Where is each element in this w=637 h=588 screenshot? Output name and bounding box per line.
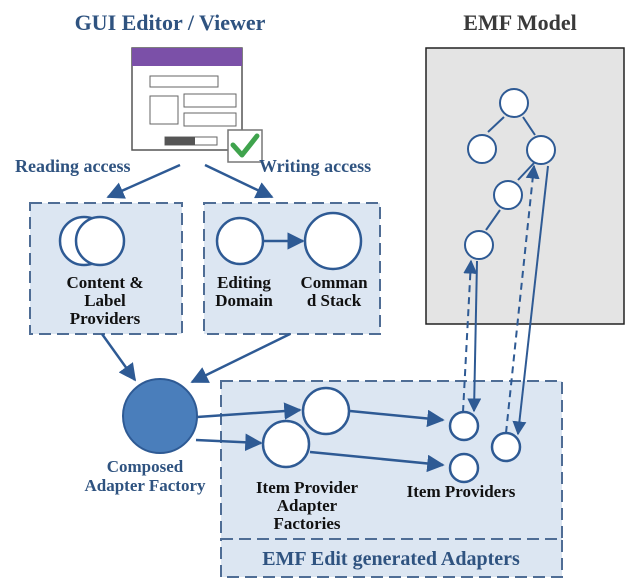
model-node-root bbox=[499, 88, 529, 118]
editing-domain-circle bbox=[215, 216, 265, 266]
command-stack-circle bbox=[303, 211, 363, 271]
item-provider-node-3 bbox=[490, 431, 522, 463]
model-node-left bbox=[467, 134, 497, 164]
adapter-factory-node-bottom bbox=[261, 419, 311, 469]
model-node-right bbox=[526, 135, 556, 165]
writing-access-label: Writing access bbox=[259, 156, 371, 176]
editing-to-composed-arrow bbox=[190, 332, 291, 384]
factories-line2: Adapter bbox=[277, 496, 338, 515]
emf-model-title: EMF Model bbox=[463, 10, 576, 35]
model-node-leaf bbox=[464, 230, 494, 260]
model-node-mid bbox=[493, 180, 523, 210]
adapter-factory-node-top bbox=[301, 386, 351, 436]
model-leaf-to-provider-solid bbox=[467, 260, 482, 413]
factories-line1: Item Provider bbox=[256, 478, 359, 497]
command-stack-line2: d Stack bbox=[307, 291, 362, 310]
provider-to-model-leaf-dashed bbox=[462, 259, 478, 413]
provider-circle-front bbox=[74, 215, 126, 267]
factory-to-provider-top-arrow bbox=[349, 409, 445, 428]
editor-window-icon bbox=[131, 47, 243, 151]
content-label-line1: Content & bbox=[67, 273, 144, 292]
reading-access-label: Reading access bbox=[15, 156, 131, 176]
gui-editor-title: GUI Editor / Viewer bbox=[75, 10, 266, 35]
item-provider-node-2 bbox=[448, 452, 480, 484]
generated-adapters-footer-box bbox=[220, 538, 563, 578]
emf-model-panel bbox=[425, 47, 625, 325]
composed-line2: Adapter Factory bbox=[84, 476, 206, 495]
composed-to-factory-bottom-arrow bbox=[195, 433, 263, 452]
content-label-line3: Providers bbox=[70, 309, 141, 328]
provider-to-model-right-dashed bbox=[505, 164, 540, 434]
composed-to-factory-top-arrow bbox=[196, 402, 302, 420]
composed-adapter-factory-node bbox=[122, 378, 198, 454]
item-providers-label: Item Providers bbox=[407, 482, 516, 501]
editing-domain-line2: Domain bbox=[215, 291, 273, 310]
reading-access-arrow bbox=[106, 163, 181, 199]
composed-line1: Composed bbox=[107, 457, 184, 476]
content-label-line2: Label bbox=[84, 291, 126, 310]
writing-access-arrow bbox=[204, 163, 274, 199]
model-right-to-provider-solid bbox=[512, 165, 549, 436]
item-provider-node-1 bbox=[448, 410, 480, 442]
checkmark-icon bbox=[227, 129, 263, 163]
command-stack-line1: Comman bbox=[300, 273, 368, 292]
content-to-composed-arrow bbox=[100, 333, 137, 382]
factories-line3: Factories bbox=[273, 514, 340, 533]
generated-adapters-footer: EMF Edit generated Adapters bbox=[262, 548, 520, 570]
editing-domain-line1: Editing bbox=[217, 273, 271, 292]
factory-to-provider-bottom-arrow bbox=[309, 450, 445, 473]
